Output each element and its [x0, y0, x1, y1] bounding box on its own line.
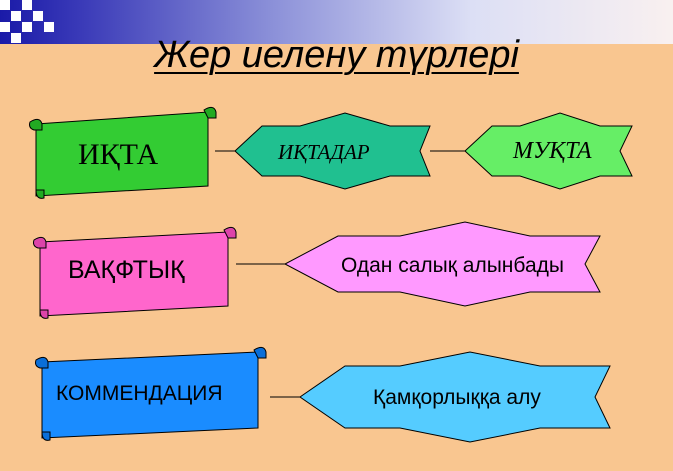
header-gradient-bar: [0, 0, 673, 44]
star-label-mukta: МУҚТА: [513, 138, 592, 164]
scroll-label-kommendatsiya: КОММЕНДАЦИЯ: [56, 382, 223, 405]
star-label-odan: Одан салық алынбады: [341, 254, 564, 277]
scroll-body: [223, 226, 237, 239]
scroll-body: [203, 106, 217, 119]
scroll-body: [35, 189, 45, 199]
scroll-body: [41, 351, 259, 439]
scroll-body: [41, 431, 51, 441]
checker-ornament: [0, 0, 60, 44]
scroll-shape-ikta: [29, 106, 217, 199]
star-shape-mukta: [464, 112, 633, 190]
star-label-kamkor: Қамқорлыққа алу: [373, 386, 541, 409]
scroll-label-vakftyk: ВАҚФТЫҚ: [68, 256, 185, 284]
star-shape-iktadar: [234, 112, 431, 190]
star-label-iktadar: ИҚТАДАР: [278, 140, 370, 164]
slide-title: Жер иелену түрлері: [154, 34, 519, 76]
star-shape-odan: [283, 221, 601, 307]
scroll-body: [39, 231, 229, 317]
scroll-label-ikta: ИҚТА: [78, 138, 159, 171]
scroll-body: [29, 118, 43, 131]
scroll-body: [253, 346, 267, 359]
scroll-shape-kommendatsiya: [35, 346, 267, 441]
scroll-body: [35, 356, 49, 369]
star-shape-kamkor: [299, 351, 611, 443]
scroll-body: [33, 236, 47, 249]
scroll-body: [39, 309, 49, 319]
scroll-shape-vakftyk: [33, 226, 237, 319]
scroll-body: [35, 111, 209, 197]
